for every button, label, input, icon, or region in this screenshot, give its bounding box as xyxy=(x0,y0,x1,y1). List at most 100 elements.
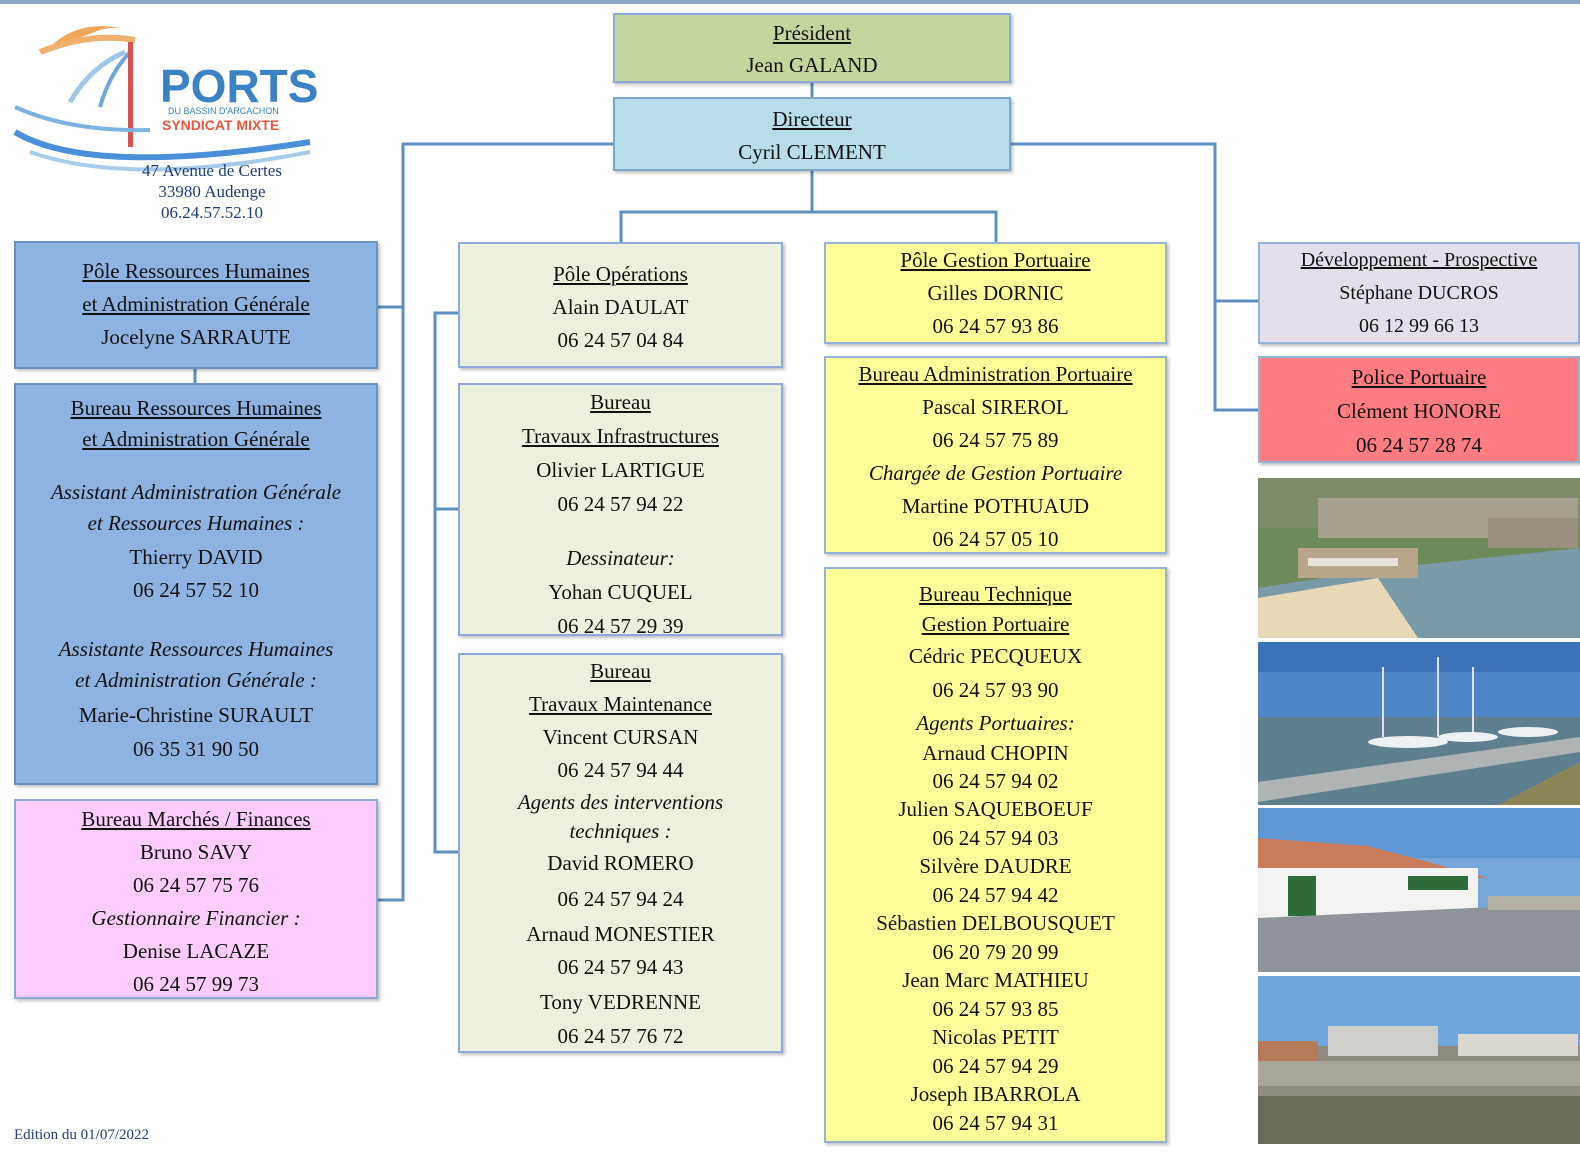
maintenance-box: Bureau Travaux Maintenance Vincent CURSA… xyxy=(458,653,783,1053)
logo-syndicat: SYNDICAT MIXTE xyxy=(162,117,279,133)
operations-title: Pôle Opérations xyxy=(553,262,688,286)
marches-name-1: Bruno SAVY xyxy=(139,840,253,864)
maintenance-role-2a: Agents des interventions xyxy=(517,790,724,814)
technique-agent-phone: 06 24 57 93 85 xyxy=(932,997,1059,1021)
technique-agent-name: Nicolas PETIT xyxy=(932,1025,1059,1049)
technique-role-2: Agents Portuaires: xyxy=(916,711,1075,735)
admin-portuaire-phone-2: 06 24 57 05 10 xyxy=(932,527,1059,551)
address-street: 47 Avenue de Certes xyxy=(142,161,282,180)
operations-phone: 06 24 57 04 84 xyxy=(557,328,684,352)
technique-name-1: Cédric PECQUEUX xyxy=(908,644,1083,668)
infra-box: Bureau Travaux Infrastructures Olivier L… xyxy=(458,383,783,638)
pole-gestion-box: Pôle Gestion Portuaire Gilles DORNIC 06 … xyxy=(824,242,1167,344)
technique-agent-phone: 06 20 79 20 99 xyxy=(932,940,1059,964)
maintenance-agent-name: Tony VEDRENNE xyxy=(540,990,701,1014)
infra-name-1: Olivier LARTIGUE xyxy=(536,458,705,482)
technique-phone-1: 06 24 57 93 90 xyxy=(932,678,1059,702)
logo-brand-text: PORTS xyxy=(160,60,318,112)
developpement-phone: 06 12 99 66 13 xyxy=(1359,315,1479,337)
marina-photo xyxy=(1258,642,1580,805)
pole-rh-title-1: Pôle Ressources Humaines xyxy=(82,259,310,283)
bureau-rh-phone-2: 06 35 31 90 50 xyxy=(133,737,259,761)
police-box: Police Portuaire Clément HONORE 06 24 57… xyxy=(1258,356,1580,463)
admin-portuaire-name-2: Martine POTHUAUD xyxy=(901,494,1090,518)
technique-agent-name: Julien SAQUEBOEUF xyxy=(898,797,1093,821)
directeur-title: Directeur xyxy=(772,107,852,131)
operations-name: Alain DAULAT xyxy=(552,295,689,319)
infra-title-1: Bureau xyxy=(590,390,651,414)
bureau-rh-role-1a: Assistant Administration Générale xyxy=(50,480,342,504)
technique-agent-name: Arnaud CHOPIN xyxy=(922,741,1069,765)
bureau-rh-name-1: Thierry DAVID xyxy=(129,545,263,569)
marches-box: Bureau Marchés / Finances Bruno SAVY 06 … xyxy=(14,799,378,999)
maintenance-agent-name: David ROMERO xyxy=(547,851,694,875)
bureau-rh-name-2: Marie-Christine SURAULT xyxy=(78,703,314,727)
admin-portuaire-role-2: Chargée de Gestion Portuaire xyxy=(868,461,1123,485)
bureau-rh-role-2b: et Administration Générale : xyxy=(75,668,317,692)
ports-logo: PORTS DU BASSIN D'ARCACHON SYNDICAT MIXT… xyxy=(10,12,320,227)
technique-agent-name: Sébastien DELBOUSQUET xyxy=(876,911,1115,935)
pole-rh-box: Pôle Ressources Humaines et Administrati… xyxy=(14,241,378,369)
bureau-rh-phone-1: 06 24 57 52 10 xyxy=(133,578,259,602)
president-title: Président xyxy=(772,21,852,45)
developpement-title: Développement - Prospective xyxy=(1300,249,1538,271)
logo-graphic: PORTS DU BASSIN D'ARCACHON SYNDICAT MIXT… xyxy=(13,26,318,172)
infra-title-2: Travaux Infrastructures xyxy=(522,424,719,448)
technique-agent-phone: 06 24 57 94 29 xyxy=(932,1054,1059,1078)
marches-phone-2: 06 24 57 99 73 xyxy=(133,972,259,996)
police-name: Clément HONORE xyxy=(1337,399,1501,423)
directeur-name: Cyril CLEMENT xyxy=(738,140,886,164)
infra-role-2: Dessinateur: xyxy=(566,546,675,570)
maintenance-role-2b: techniques : xyxy=(569,819,672,843)
maintenance-agent-phone: 06 24 57 94 43 xyxy=(557,955,684,979)
technique-agent-name: Silvère DAUDRE xyxy=(919,854,1072,878)
technique-agent-phone: 06 24 57 94 03 xyxy=(932,826,1059,850)
port-building-photo xyxy=(1258,808,1580,972)
logo-subtitle: DU BASSIN D'ARCACHON xyxy=(168,106,279,116)
marches-name-2: Denise LACAZE xyxy=(122,939,270,963)
address-block: 47 Avenue de Certes 33980 Audenge 06.24.… xyxy=(112,160,312,223)
technique-agent-phone: 06 24 57 94 31 xyxy=(932,1111,1059,1135)
technique-agent-phone: 06 24 57 94 02 xyxy=(932,769,1059,793)
pole-operations-box: Pôle Opérations Alain DAULAT 06 24 57 04… xyxy=(458,242,783,368)
infra-phone-2: 06 24 57 29 39 xyxy=(557,614,684,638)
maintenance-agent-phone: 06 24 57 94 24 xyxy=(557,887,684,911)
bureau-rh-role-2a: Assistante Ressources Humaines xyxy=(58,637,334,661)
waterfront-photo xyxy=(1258,976,1580,1144)
gestion-title: Pôle Gestion Portuaire xyxy=(900,248,1091,272)
marches-role-2: Gestionnaire Financier : xyxy=(91,906,301,930)
admin-portuaire-phone-1: 06 24 57 75 89 xyxy=(932,428,1059,452)
president-name: Jean GALAND xyxy=(746,53,878,77)
top-border-line xyxy=(0,0,1580,4)
gestion-name: Gilles DORNIC xyxy=(927,281,1064,305)
technique-agent-name: Jean Marc MATHIEU xyxy=(902,968,1089,992)
developpement-box: Développement - Prospective Stéphane DUC… xyxy=(1258,242,1580,344)
infra-phone-1: 06 24 57 94 22 xyxy=(557,492,684,516)
directeur-box: Directeur Cyril CLEMENT xyxy=(613,97,1011,171)
technique-agent-phone: 06 24 57 94 42 xyxy=(932,883,1059,907)
maintenance-agent-name: Arnaud MONESTIER xyxy=(526,922,715,946)
bureau-rh-box: Bureau Ressources Humaines et Administra… xyxy=(14,383,378,785)
pole-rh-title-2: et Administration Générale xyxy=(82,292,310,316)
technique-title-2: Gestion Portuaire xyxy=(921,612,1070,636)
marches-title: Bureau Marchés / Finances xyxy=(81,807,311,831)
admin-portuaire-name-1: Pascal SIREROL xyxy=(922,395,1069,419)
admin-portuaire-title: Bureau Administration Portuaire xyxy=(858,362,1133,386)
technique-agent-name: Joseph IBARROLA xyxy=(910,1082,1081,1106)
maintenance-agent-phone: 06 24 57 76 72 xyxy=(557,1024,684,1048)
harbor-aerial-photo xyxy=(1258,478,1580,638)
marches-phone-1: 06 24 57 75 76 xyxy=(133,873,259,897)
maintenance-name-1: Vincent CURSAN xyxy=(542,725,699,749)
infra-name-2: Yohan CUQUEL xyxy=(548,580,693,604)
technique-box: Bureau Technique Gestion Portuaire Cédri… xyxy=(824,567,1167,1143)
technique-title-1: Bureau Technique xyxy=(919,582,1072,606)
address-city: 33980 Audenge xyxy=(158,182,266,201)
bureau-rh-title-2: et Administration Générale xyxy=(82,427,310,451)
admin-portuaire-box: Bureau Administration Portuaire Pascal S… xyxy=(824,356,1167,554)
president-box: Président Jean GALAND xyxy=(613,13,1011,83)
bureau-rh-title-1: Bureau Ressources Humaines xyxy=(70,396,322,420)
maintenance-title-2: Travaux Maintenance xyxy=(529,692,712,716)
developpement-name: Stéphane DUCROS xyxy=(1339,282,1499,304)
pole-rh-name: Jocelyne SARRAUTE xyxy=(101,325,291,349)
